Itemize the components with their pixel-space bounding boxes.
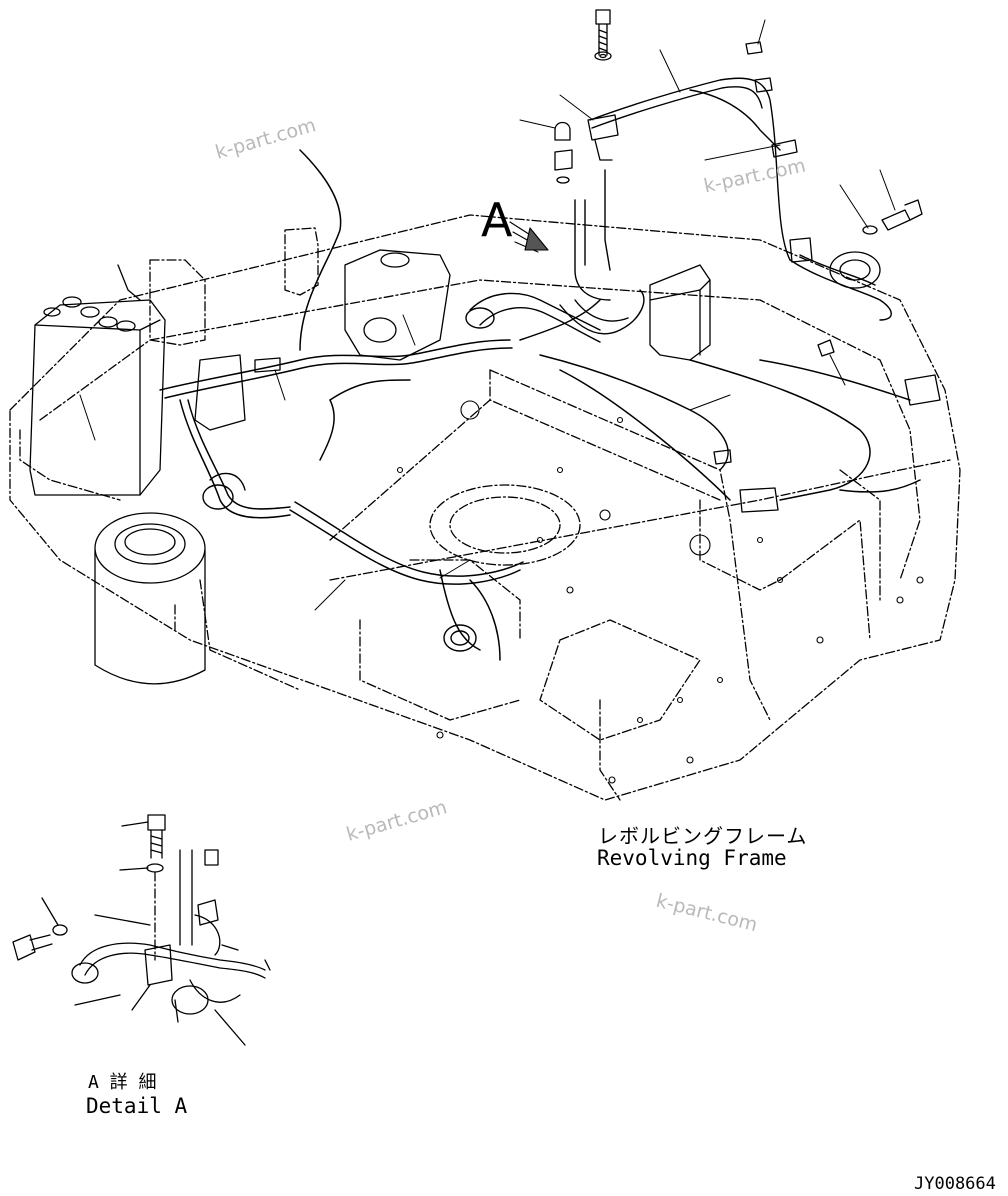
detail-caption-jp: A 詳 細	[88, 1072, 157, 1093]
component-boxes	[194, 227, 711, 431]
main-caption-jp: レボルビングフレーム	[598, 824, 808, 848]
frame-opening	[429, 484, 581, 566]
frame-holes	[396, 400, 924, 784]
clamp-assembly-top	[554, 9, 619, 184]
tank	[94, 512, 206, 685]
callout-arrow-a	[509, 221, 549, 253]
leader-lines	[79, 19, 896, 611]
main-caption-en: Revolving Frame	[597, 846, 787, 870]
right-side-parts	[713, 41, 941, 513]
wiring-harness	[159, 149, 921, 661]
detail-caption-en: Detail A	[86, 1094, 188, 1118]
harness-upper-right	[574, 77, 892, 321]
detail-a-drawing	[12, 814, 271, 1046]
revolving-frame	[9, 214, 961, 801]
hoses	[202, 289, 645, 652]
drawing-code: JY008664	[914, 1174, 996, 1194]
battery	[29, 259, 206, 496]
callout-letter-a: A	[481, 193, 513, 247]
